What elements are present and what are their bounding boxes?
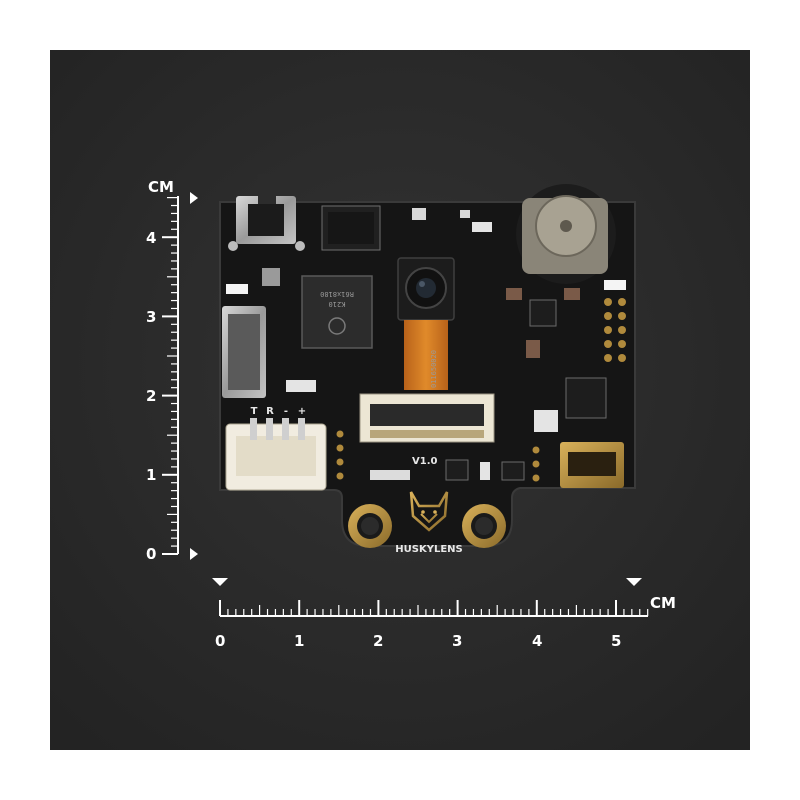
connector-pin-r: R	[266, 406, 274, 417]
vertical-ruler-unit: CM	[148, 178, 174, 196]
horizontal-ruler-unit: CM	[650, 594, 676, 612]
horizontal-ruler-label-0: 0	[215, 632, 225, 650]
chip-marking-line2: R61x8180	[320, 290, 354, 298]
horizontal-ruler-ticks	[219, 600, 649, 616]
connector-pin-t: T	[251, 406, 258, 417]
photo-scene: CM 0 1 2 3 4 CM 0 1 2 3 4 5	[50, 50, 750, 750]
gold-pad-array	[336, 298, 626, 482]
vertical-ruler-label-1: 1	[146, 466, 156, 484]
k210-processor-chip: R61x8180 K210	[301, 275, 373, 349]
horizontal-ruler-label-4: 4	[532, 632, 542, 650]
horizontal-ruler-label-2: 2	[373, 632, 383, 650]
fox-logo	[409, 491, 449, 532]
smd-components	[262, 208, 580, 481]
camera-flex-cable	[404, 320, 448, 390]
mounting-hole-right	[462, 504, 506, 548]
led-right	[604, 280, 626, 290]
small-chip-mid	[529, 299, 557, 327]
vertical-ruler-ticks	[162, 197, 178, 555]
horizontal-ruler-label-5: 5	[611, 632, 621, 650]
vertical-ruler-label-3: 3	[146, 308, 156, 326]
vertical-ruler-label-0: 0	[146, 545, 156, 563]
led-left	[226, 284, 248, 294]
horizontal-ruler-left-marker	[212, 578, 228, 586]
uart-connector	[225, 423, 327, 491]
connector-pin-minus: -	[284, 406, 288, 417]
version-label: V1.0	[412, 456, 437, 467]
vertical-ruler-bottom-marker	[190, 548, 198, 560]
sd-card-slot	[222, 306, 266, 398]
function-button	[228, 174, 305, 251]
vertical-ruler-top-marker	[190, 192, 198, 204]
huskylens-board: HUSKYLENS R61x8180 K210	[219, 174, 636, 555]
vertical-ruler-label-4: 4	[146, 229, 156, 247]
flex-marking: 011650020	[430, 350, 438, 388]
vertical-ruler-label-2: 2	[146, 387, 156, 405]
product-photo: CM 0 1 2 3 4 CM 0 1 2 3 4 5	[50, 50, 750, 750]
usb-port	[560, 442, 624, 488]
vertical-ruler: CM 0 1 2 3 4	[146, 178, 198, 563]
function-dial	[516, 184, 616, 284]
connector-pins	[250, 418, 305, 440]
fpc-connector	[359, 393, 495, 443]
flash-chip	[321, 205, 381, 251]
small-chip-right	[565, 377, 607, 419]
horizontal-ruler-label-3: 3	[452, 632, 462, 650]
horizontal-ruler-right-marker	[626, 578, 642, 586]
mounting-hole-left	[348, 504, 392, 548]
chip-marking-line1: K210	[329, 300, 346, 308]
brand-label: HUSKYLENS	[395, 544, 462, 555]
connector-pin-plus: +	[298, 406, 306, 417]
horizontal-ruler-label-1: 1	[294, 632, 304, 650]
camera-module	[397, 257, 455, 321]
horizontal-ruler: CM 0 1 2 3 4 5	[212, 578, 676, 650]
